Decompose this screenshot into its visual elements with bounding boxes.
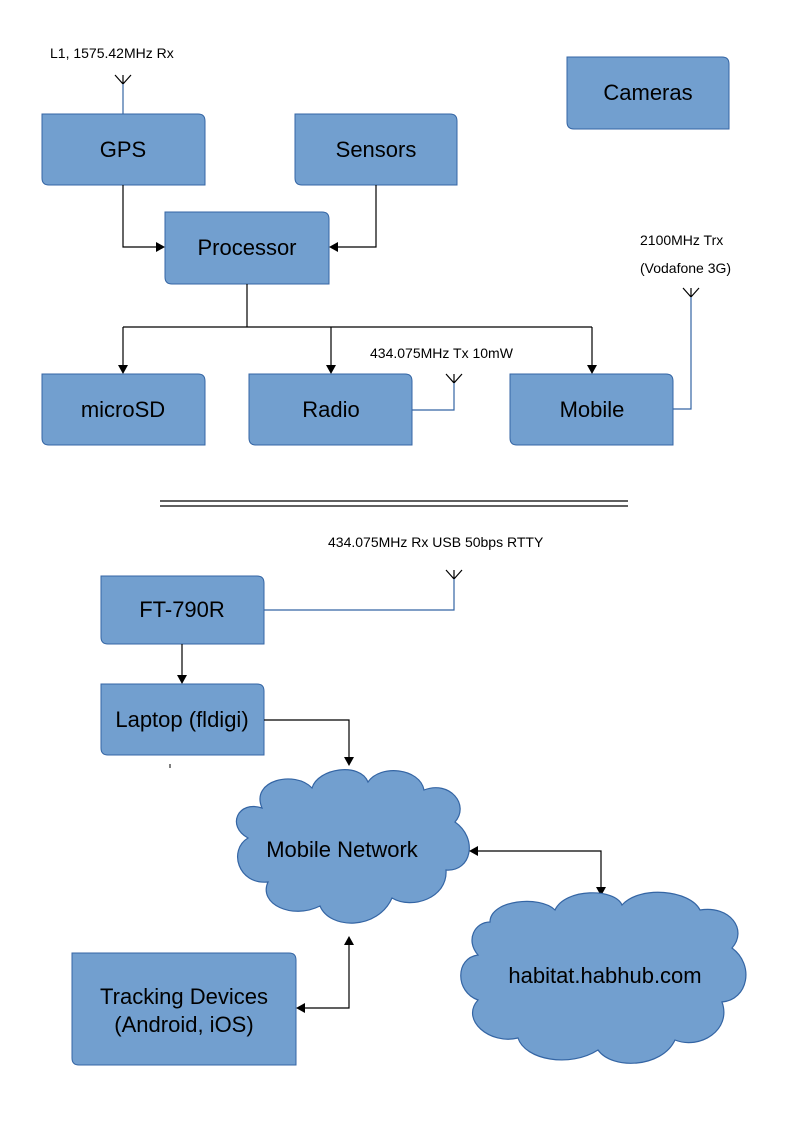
laptop-box: Laptop (fldigi) [100, 683, 265, 756]
tracking-devices-label-2: (Android, iOS) [114, 1012, 253, 1037]
mobile-antenna-label-1: 2100MHz Trx [640, 232, 723, 248]
receiver-antenna-icon [264, 569, 463, 611]
mobile-network-label: Mobile Network [266, 837, 419, 862]
microsd-box: microSD [41, 373, 206, 446]
habhub-cloud: habitat.habhub.com [460, 891, 747, 1064]
mobile-antenna-icon [673, 287, 700, 410]
gps-antenna-icon [114, 74, 132, 114]
mobile-box: Mobile [509, 373, 674, 446]
processor-label: Processor [197, 235, 296, 260]
radio-box: Radio [248, 373, 413, 446]
receiver-to-laptop-connector [177, 644, 187, 684]
mobile-antenna-label-2: (Vodafone 3G) [640, 260, 731, 276]
cameras-label: Cameras [603, 80, 692, 105]
cameras-box: Cameras [566, 56, 730, 130]
tracking-devices-label-1: Tracking Devices [100, 984, 268, 1009]
section-divider [160, 500, 628, 507]
habhub-label: habitat.habhub.com [508, 963, 701, 988]
radio-antenna-icon [412, 373, 463, 411]
radio-label: Radio [302, 397, 359, 422]
sensors-label: Sensors [336, 137, 417, 162]
ft790r-label: FT-790R [139, 597, 225, 622]
radio-antenna-label: 434.075MHz Tx 10mW [370, 345, 514, 361]
sensors-to-processor-connector [329, 185, 377, 252]
tracking-devices-box: Tracking Devices (Android, iOS) [71, 952, 297, 1066]
processor-fanout-connector [118, 284, 597, 374]
tracking-to-network-connector [296, 936, 354, 1013]
microsd-label: microSD [81, 397, 165, 422]
mobile-network-cloud: Mobile Network [235, 769, 470, 924]
mobile-label: Mobile [560, 397, 625, 422]
sensors-box: Sensors [294, 113, 458, 186]
gps-antenna-label: L1, 1575.42MHz Rx [50, 45, 174, 61]
laptop-label: Laptop (fldigi) [115, 707, 248, 732]
gps-to-processor-connector [122, 185, 165, 252]
receiver-antenna-label: 434.075MHz Rx USB 50bps RTTY [328, 534, 544, 550]
processor-box: Processor [164, 211, 330, 285]
laptop-to-network-connector [264, 719, 354, 766]
gps-box: GPS [41, 113, 206, 186]
gps-label: GPS [100, 137, 146, 162]
ft790r-box: FT-790R [100, 575, 265, 645]
network-to-habhub-connector [469, 846, 606, 896]
